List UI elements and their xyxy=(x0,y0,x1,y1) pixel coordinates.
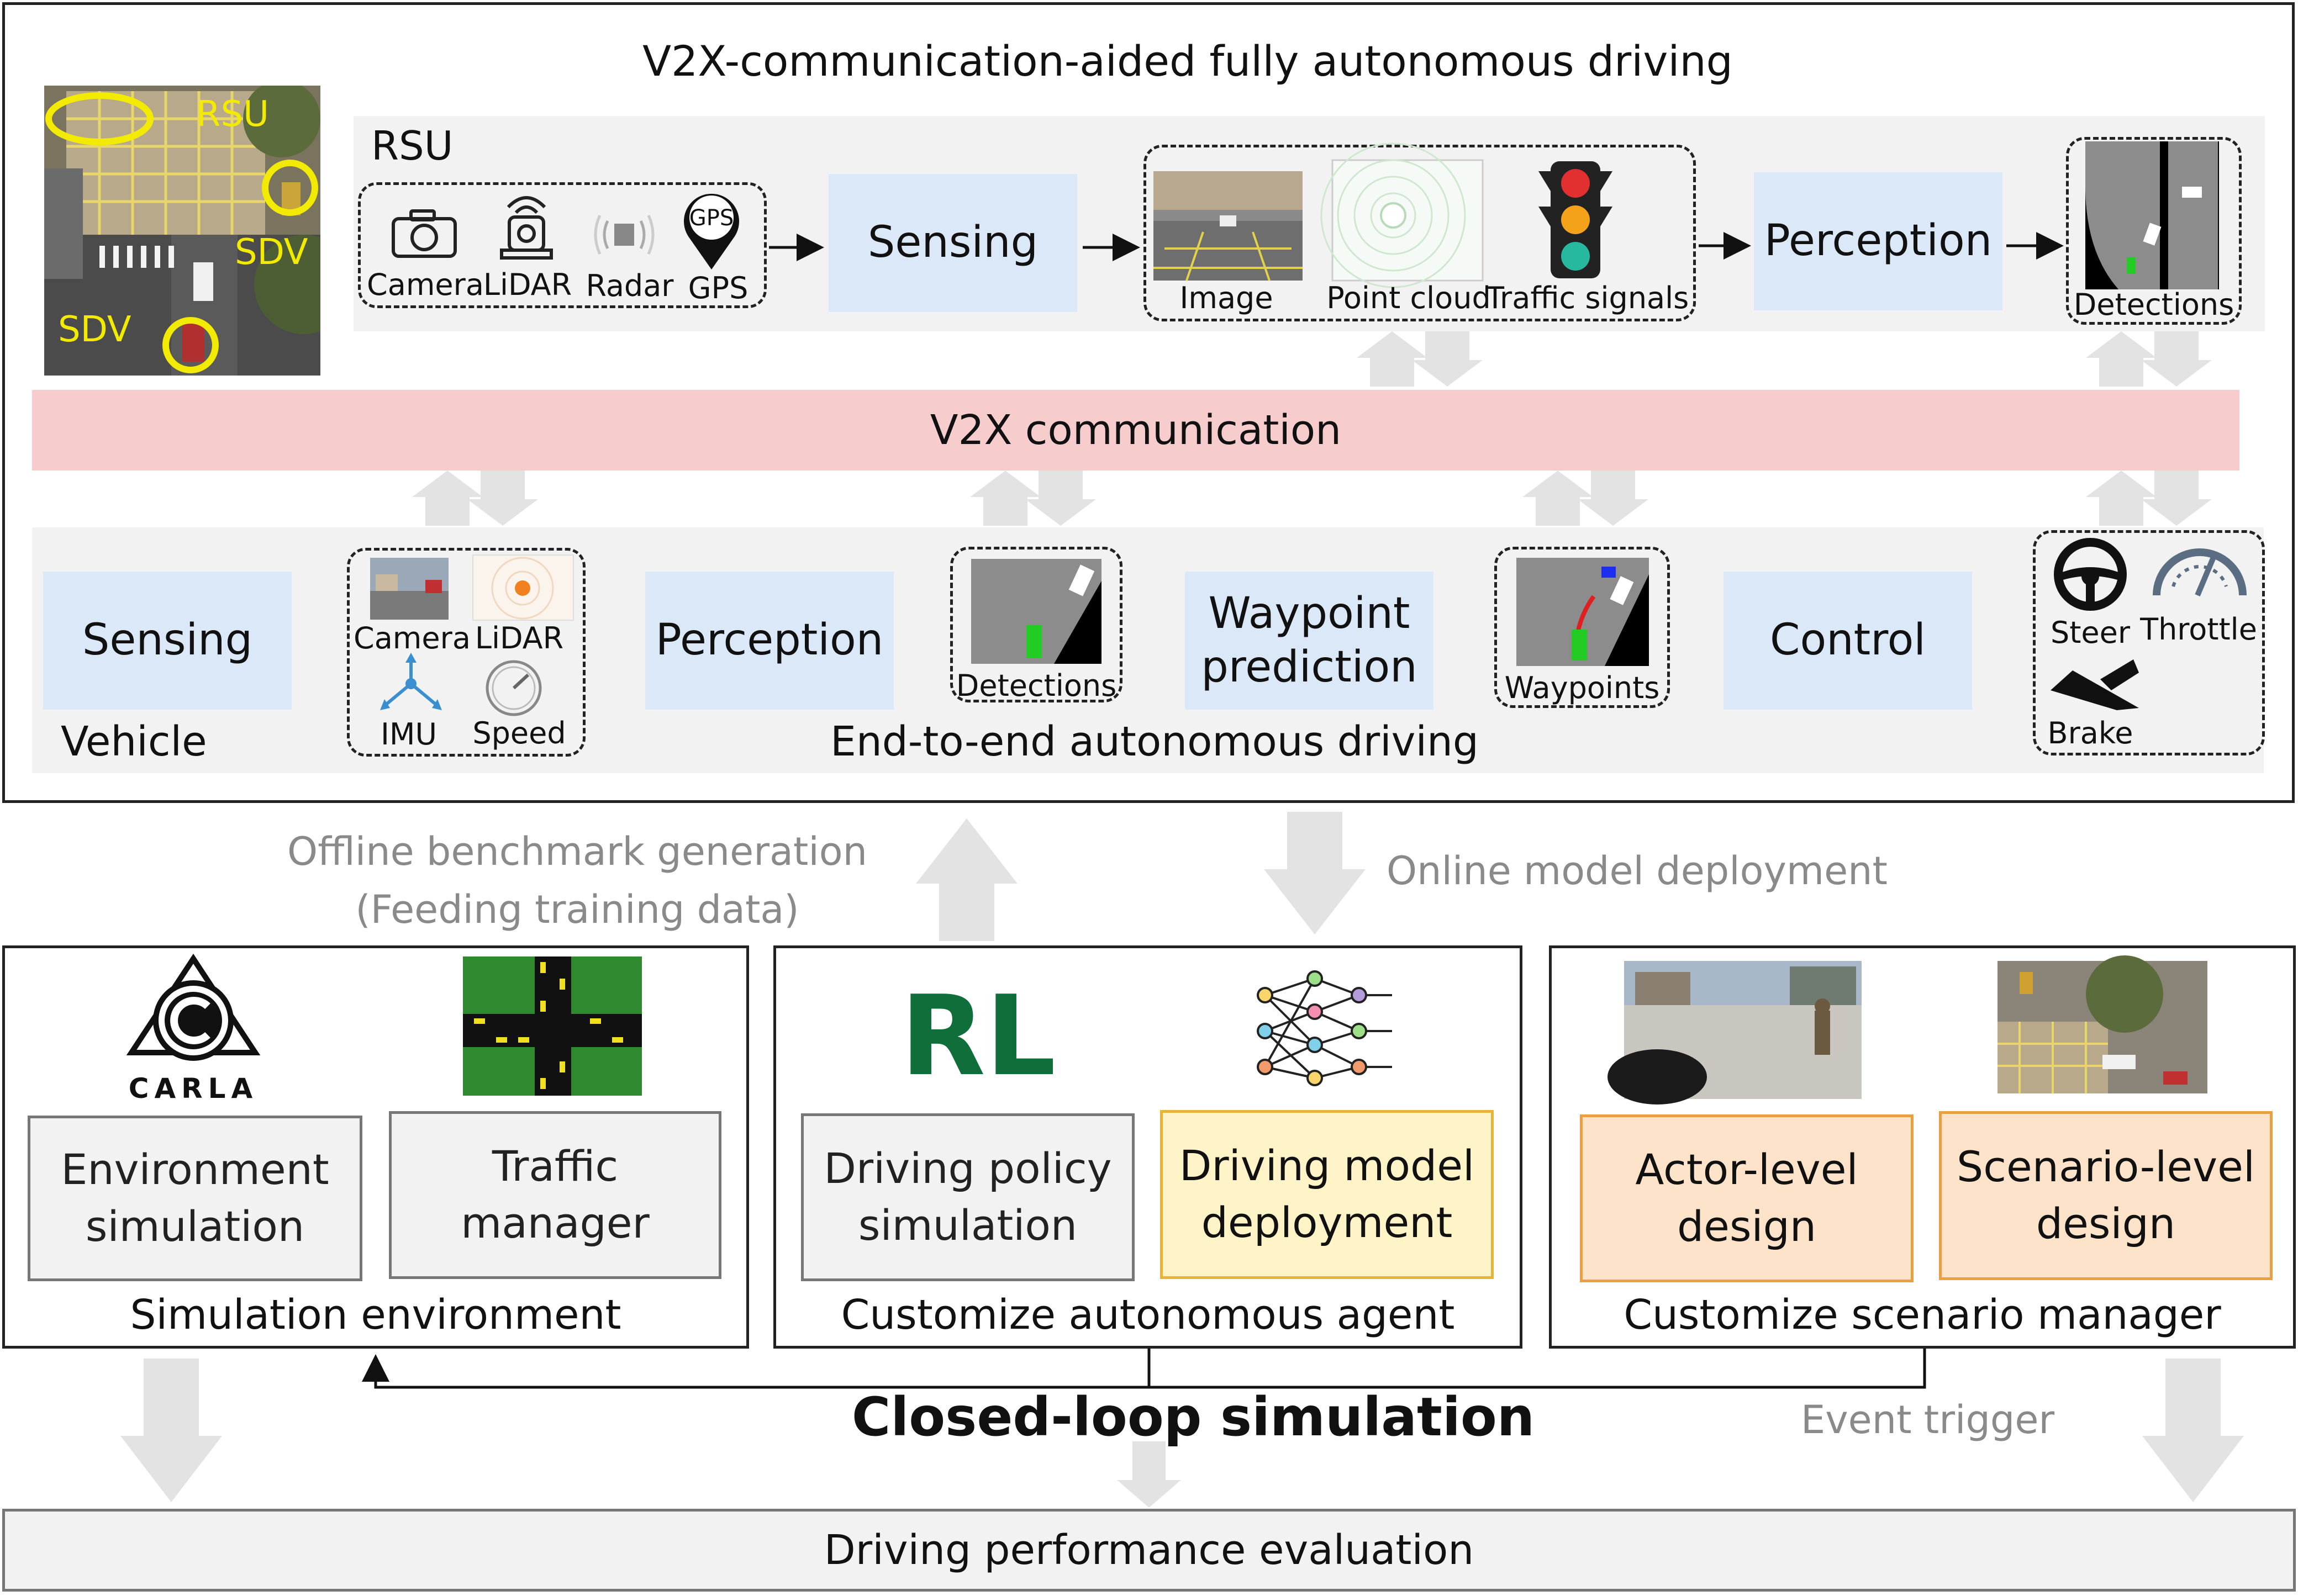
agent-title: Customize autonomous agent xyxy=(841,1291,1455,1339)
waypoints-thumb xyxy=(1516,558,1649,666)
control-throttle: Throttle xyxy=(2140,612,2257,647)
vehicle-label: Vehicle xyxy=(61,718,207,765)
rsu-outputs-group xyxy=(1143,145,1696,321)
vehicle-lidar-thumb xyxy=(472,554,574,621)
driving-policy-simulation-box: Driving policy simulation xyxy=(801,1113,1135,1281)
vehicle-sensor-imu: IMU xyxy=(380,717,438,752)
brake-pedal-icon xyxy=(2051,659,2139,710)
gps-badge: GPS xyxy=(689,205,734,231)
vehicle-sensing-box: Sensing xyxy=(43,572,292,710)
gps-pin-icon xyxy=(684,193,739,269)
rsu-sensor-radar: Radar xyxy=(586,268,674,303)
top-frame xyxy=(2,2,2295,803)
actor-scene-thumb xyxy=(1607,961,1862,1104)
speed-gauge-icon xyxy=(486,660,542,716)
vehicle-sensor-lidar: LiDAR xyxy=(475,621,564,656)
waypoint-prediction-label: Waypoint prediction xyxy=(1201,588,1417,693)
vehicle-sensor-speed: Speed xyxy=(472,716,566,751)
point-cloud-thumb xyxy=(1320,142,1484,288)
throttle-gauge-icon xyxy=(2153,548,2247,596)
evaluation-bar: Driving performance evaluation xyxy=(2,1509,2296,1592)
environment-simulation-box: Environment simulation xyxy=(28,1116,362,1281)
aerial-sdv-label-1: SDV xyxy=(235,232,308,273)
rl-logo-text: RL xyxy=(900,972,1056,1101)
highlight-markers xyxy=(45,92,318,373)
traffic-manager-box: Traffic manager xyxy=(389,1111,721,1279)
sim-env-title: Simulation environment xyxy=(130,1291,621,1339)
control-steer: Steer xyxy=(2050,615,2131,650)
rsu-sensor-gps: GPS xyxy=(688,271,749,305)
rsu-detections-thumb xyxy=(2085,141,2219,289)
rsu-perception-box: Perception xyxy=(1754,172,2002,310)
diagram-title: V2X-communication-aided fully autonomous… xyxy=(642,36,1733,86)
lidar-icon xyxy=(500,196,553,260)
carla-logo-text: CARLA xyxy=(128,1072,259,1104)
radar-icon xyxy=(594,214,655,255)
control-brake: Brake xyxy=(2047,716,2133,751)
camera-icon xyxy=(392,209,457,258)
rsu-detections-group xyxy=(2066,137,2242,325)
waypoints-label: Waypoints xyxy=(1504,670,1660,705)
waypoints-group xyxy=(1494,547,1670,708)
v2x-label: V2X communication xyxy=(930,406,1342,454)
evaluation-label: Driving performance evaluation xyxy=(824,1526,1474,1574)
traffic-map-thumb xyxy=(463,956,642,1096)
aerial-image xyxy=(44,86,320,376)
rsu-output-image: Image xyxy=(1179,281,1273,315)
rsu-sensor-lidar: LiDAR xyxy=(483,267,572,302)
traffic-light-icon xyxy=(1538,161,1612,278)
aerial-sdv-label-2: SDV xyxy=(58,309,131,350)
imu-icon xyxy=(380,653,442,710)
vehicle-detections-thumb xyxy=(971,559,1101,664)
offline-label: Offline benchmark generation (Feeding tr… xyxy=(287,829,867,932)
rsu-output-traffic-signals: Traffic signals xyxy=(1486,281,1689,315)
driving-model-deployment-box: Driving model deployment xyxy=(1160,1110,1494,1279)
vehicle-sensors-group xyxy=(347,548,586,757)
carla-logo-icon xyxy=(126,953,261,1061)
controls-group xyxy=(2033,530,2265,755)
steering-wheel-icon xyxy=(2054,538,2127,611)
rsu-sensor-camera: Camera xyxy=(367,267,484,302)
vehicle-perception-box: Perception xyxy=(645,572,894,710)
rsu-sensors-group xyxy=(358,182,767,308)
scenario-level-design-box: Scenario-level design xyxy=(1939,1111,2273,1280)
closed-loop-label: Closed-loop simulation xyxy=(851,1386,1535,1448)
online-label: Online model deployment xyxy=(1387,848,1888,894)
event-trigger-label: Event trigger xyxy=(1801,1397,2055,1442)
neural-network-icon xyxy=(1257,970,1392,1086)
vehicle-detections-label: Detections xyxy=(956,668,1117,703)
aerial-rsu-label: RSU xyxy=(196,94,269,135)
rsu-output-pointcloud: Point cloud xyxy=(1326,281,1491,315)
v2x-communication-band: V2X communication xyxy=(32,390,2239,471)
scenario-title: Customize scenario manager xyxy=(1624,1291,2221,1339)
vehicle-detections-group xyxy=(950,547,1122,702)
scenario-panel xyxy=(1549,945,2296,1349)
v2x-link-arrows xyxy=(412,331,2212,526)
e2e-label: End-to-end autonomous driving xyxy=(830,718,1479,765)
rsu-detections-label: Detections xyxy=(2073,287,2234,322)
agent-panel xyxy=(773,945,1522,1349)
control-box: Control xyxy=(1724,572,1972,710)
vehicle-sensor-camera: Camera xyxy=(354,621,471,656)
camera-image-thumb xyxy=(1153,171,1303,281)
offline-online-arrows xyxy=(916,812,1366,941)
rsu-label: RSU xyxy=(371,123,454,169)
vehicle-camera-thumb xyxy=(370,558,449,620)
actor-level-design-box: Actor-level design xyxy=(1580,1114,1914,1282)
sim-env-panel xyxy=(2,945,749,1349)
rsu-sensing-box: Sensing xyxy=(829,174,1077,312)
scenario-aerial-thumb xyxy=(1997,955,2207,1093)
waypoint-prediction-box: Waypoint prediction xyxy=(1185,572,1433,710)
